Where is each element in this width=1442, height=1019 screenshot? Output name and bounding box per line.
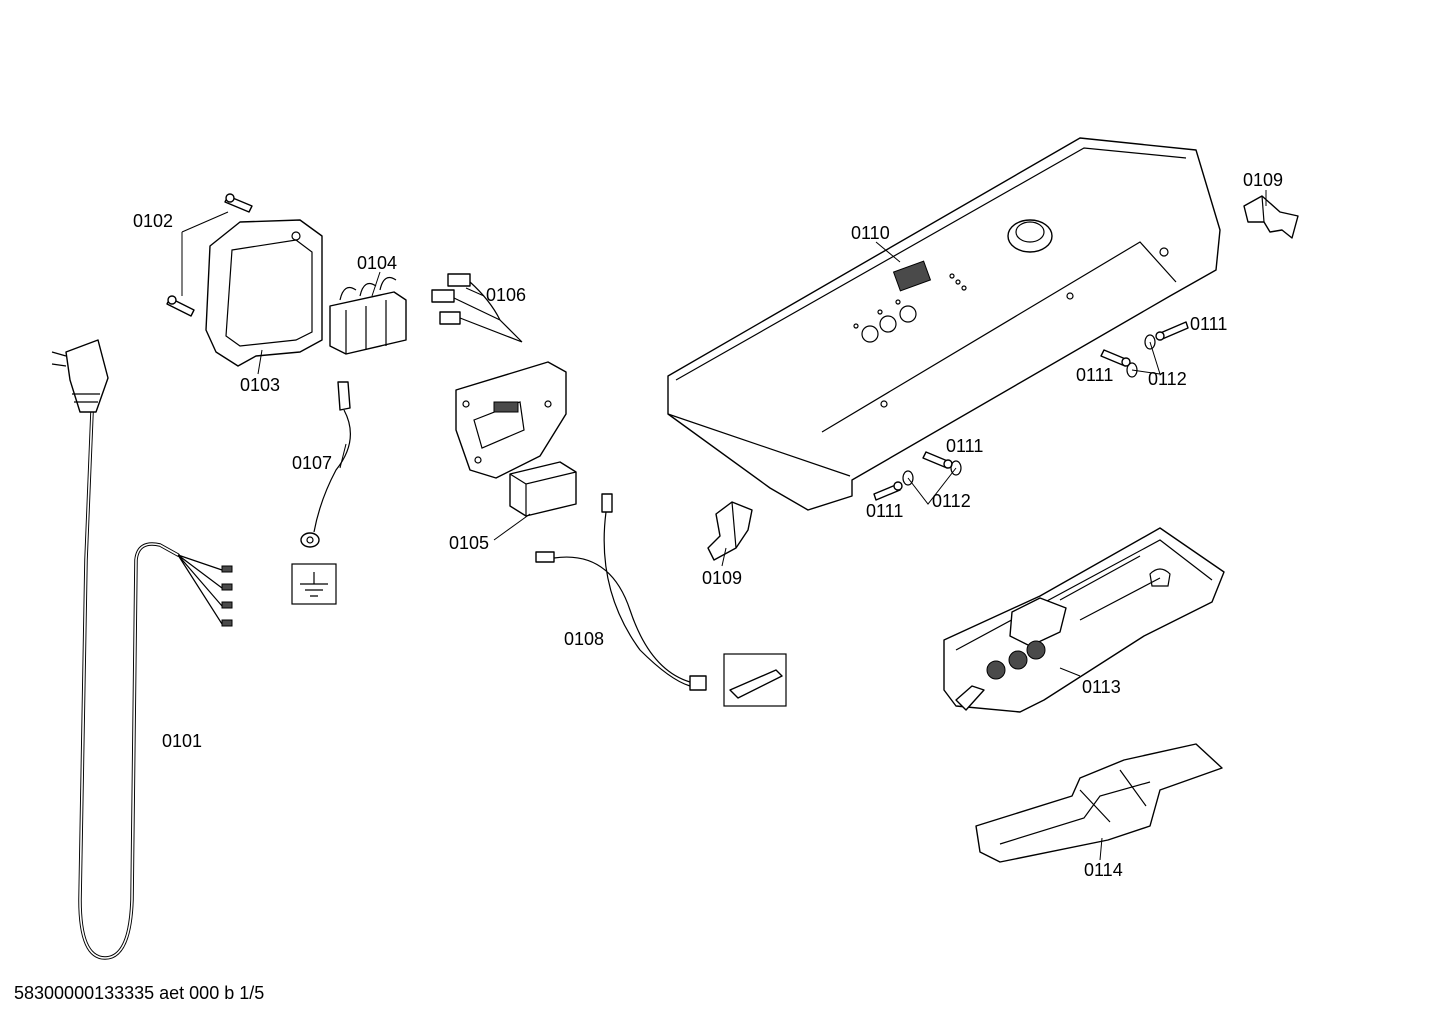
bracket-relay-part bbox=[455, 361, 577, 517]
label-0109-right: 0109 bbox=[1243, 170, 1284, 190]
label-0109-left: 0109 bbox=[702, 568, 743, 588]
label-0112-b: 0112 bbox=[932, 491, 971, 511]
label-0111-a: 0111 bbox=[1190, 314, 1228, 334]
label-0111-d: 0111 bbox=[866, 501, 904, 521]
screw-0102 bbox=[166, 193, 253, 317]
label-0101: 0101 bbox=[162, 731, 203, 751]
label-0113: 0113 bbox=[1082, 677, 1121, 697]
wire-harness-part bbox=[535, 493, 787, 707]
leader-lines bbox=[181, 190, 1267, 861]
ground-symbol-icon bbox=[291, 563, 337, 605]
ground-wire-part bbox=[300, 381, 351, 548]
washer-0112-c bbox=[950, 460, 962, 476]
label-0111-c: 0111 bbox=[946, 436, 984, 456]
label-0104: 0104 bbox=[357, 253, 398, 273]
document-reference: 58300000133335 aet 000 b 1/5 bbox=[14, 983, 265, 1003]
label-0114: 0114 bbox=[1084, 860, 1123, 880]
screw-0111-d bbox=[873, 481, 903, 501]
label-0108: 0108 bbox=[564, 629, 605, 649]
terminal-cover-part bbox=[205, 219, 323, 367]
washer-0112-d bbox=[902, 470, 914, 486]
screw-0111-b bbox=[1100, 349, 1131, 367]
terminal-block-part bbox=[329, 277, 407, 355]
washer-0112-b bbox=[1126, 362, 1138, 378]
electronic-module-part bbox=[943, 527, 1225, 713]
frame-part bbox=[975, 743, 1223, 863]
control-panel-part bbox=[667, 137, 1221, 511]
label-0105: 0105 bbox=[449, 533, 490, 553]
connector-wire-part bbox=[431, 273, 523, 343]
washer-0112-a bbox=[1144, 334, 1156, 350]
screw-0111-a bbox=[1155, 321, 1189, 341]
label-0107: 0107 bbox=[292, 453, 333, 473]
power-cord-part bbox=[51, 339, 233, 960]
label-0112-a: 0112 bbox=[1148, 369, 1187, 389]
label-0111-b: 0111 bbox=[1076, 365, 1114, 385]
label-0106: 0106 bbox=[486, 285, 527, 305]
label-0102: 0102 bbox=[133, 211, 174, 231]
clip-part-right bbox=[1243, 195, 1299, 239]
label-0110: 0110 bbox=[851, 223, 890, 243]
clip-part-left bbox=[707, 501, 753, 561]
label-0103: 0103 bbox=[240, 375, 281, 395]
